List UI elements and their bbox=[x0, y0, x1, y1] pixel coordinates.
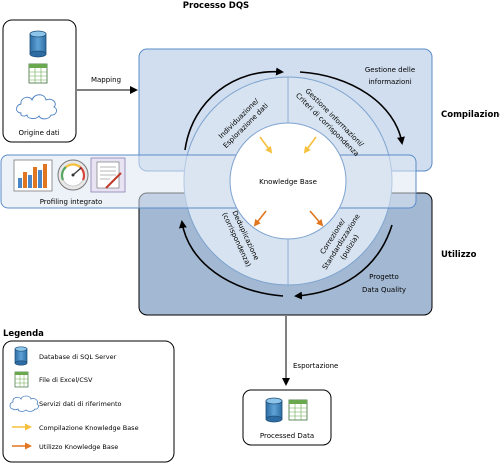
processed-data-label: Processed Data bbox=[260, 432, 314, 440]
cycle-arrow-right bbox=[299, 71, 405, 145]
cloud-icon bbox=[16, 94, 58, 120]
phase-compilazione-label: Compilazione bbox=[441, 110, 500, 120]
info-management-label-line2: informazioni bbox=[368, 78, 411, 86]
dq-project-label-line1: Progetto bbox=[369, 273, 399, 281]
origin-data-box: Origine dati bbox=[2, 19, 77, 143]
phase-utilizzo-label: Utilizzo bbox=[441, 250, 477, 260]
dq-project-label-line2: Data Quality bbox=[362, 286, 406, 294]
use-arrow-right bbox=[309, 210, 324, 227]
report-icon bbox=[90, 157, 126, 193]
legend-item-label: File di Excel/CSV bbox=[39, 376, 93, 384]
compile-arrow-left bbox=[259, 136, 273, 154]
spreadsheet-icon bbox=[288, 399, 308, 421]
legend-item-label: Utilizzo Knowledge Base bbox=[39, 443, 118, 451]
database-icon bbox=[265, 397, 283, 423]
info-management-label-line1: Gestione delle bbox=[365, 66, 415, 74]
compile-arrow-right bbox=[303, 136, 317, 154]
knowledge-base-label: Knowledge Base bbox=[259, 178, 317, 186]
legend-box: Database di SQL Server File di Excel/CSV… bbox=[2, 340, 175, 463]
cloud-icon bbox=[9, 395, 39, 412]
database-icon bbox=[29, 30, 47, 58]
cycle-arrow-top bbox=[184, 67, 284, 151]
legend-item-label: Servizi dati di riferimento bbox=[39, 400, 122, 408]
spreadsheet-icon bbox=[28, 63, 48, 84]
database-icon bbox=[14, 346, 28, 366]
gauge-icon bbox=[57, 159, 89, 191]
origin-data-label: Origine dati bbox=[18, 129, 59, 137]
use-arrow-left bbox=[253, 210, 267, 227]
bar-chart-icon bbox=[13, 159, 53, 192]
spreadsheet-icon bbox=[14, 371, 29, 388]
profiling-label: Profiling integrato bbox=[40, 198, 103, 206]
diagram-title: Processo DQS bbox=[183, 1, 249, 11]
profiling-icons bbox=[13, 157, 126, 193]
cycle-arrow-bottom bbox=[294, 224, 393, 300]
mapping-label: Mapping bbox=[91, 76, 121, 84]
legend-title: Legenda bbox=[3, 329, 44, 339]
legend-item-label: Database di SQL Server bbox=[39, 353, 117, 361]
legend-item-label: Compilazione Knowledge Base bbox=[39, 424, 139, 432]
cycle-arrow-left bbox=[178, 220, 284, 297]
export-label: Esportazione bbox=[293, 362, 338, 370]
processed-data-box: Processed Data bbox=[242, 389, 332, 446]
knowledge-base-center bbox=[229, 122, 347, 240]
